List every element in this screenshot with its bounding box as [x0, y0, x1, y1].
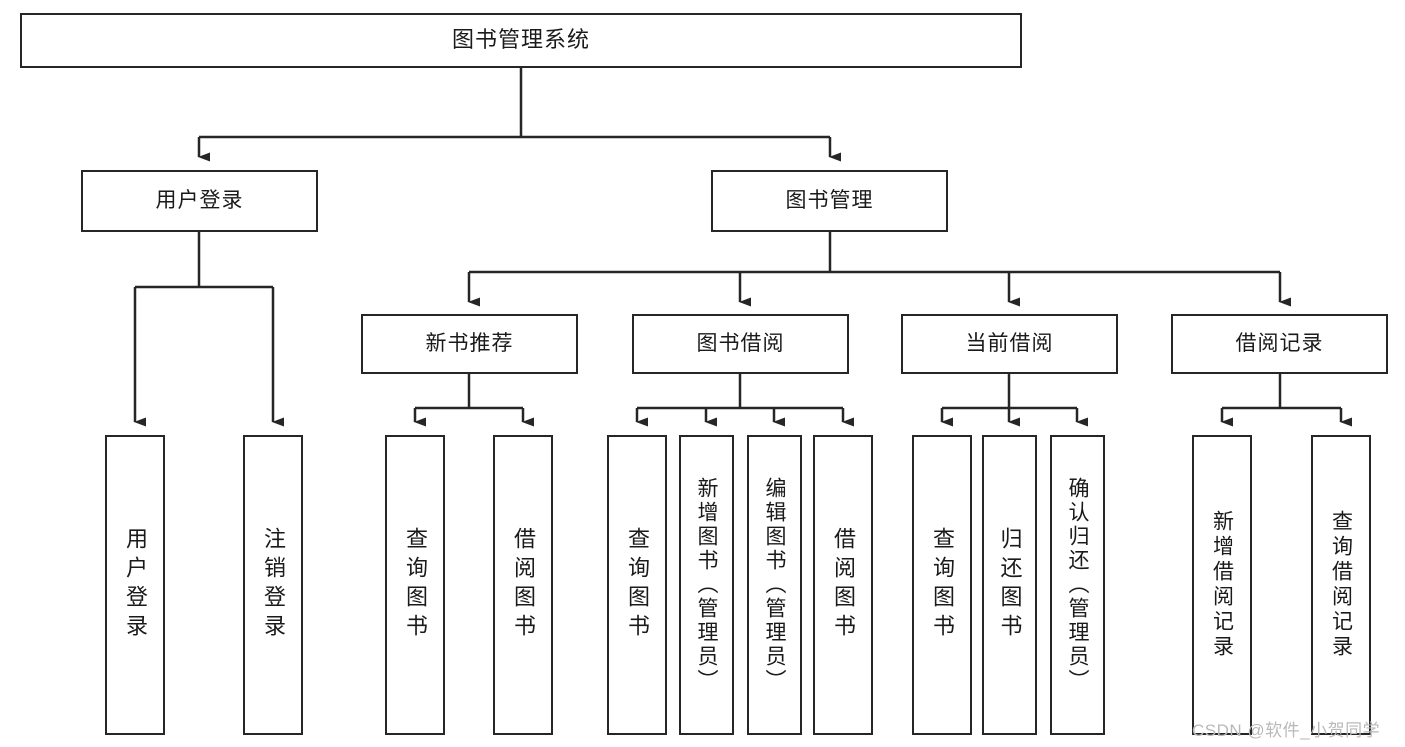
node-label: 用户登录: [155, 189, 244, 213]
leaf-edit-book-admin[interactable]: 编辑图书（管理员）: [747, 435, 802, 735]
node-label: 借阅图书: [511, 527, 536, 643]
node-label: 图书管理: [785, 189, 874, 213]
node-label: 图书管理系统: [451, 27, 590, 53]
node-label: 查询图书: [403, 527, 428, 643]
node-label: 确认归还（管理员）: [1066, 477, 1089, 693]
node-book-management[interactable]: 图书管理: [711, 170, 948, 232]
node-label: 当前借阅: [965, 332, 1054, 356]
leaf-add-borrow-record[interactable]: 新增借阅记录: [1192, 435, 1252, 735]
leaf-user-login[interactable]: 用户登录: [105, 435, 165, 735]
node-label: 用户登录: [123, 527, 148, 643]
node-label: 新增图书（管理员）: [695, 477, 718, 693]
node-label: 查询图书: [625, 527, 650, 643]
leaf-query-books-current[interactable]: 查询图书: [912, 435, 972, 735]
node-label: 归还图书: [997, 527, 1023, 643]
node-library-management-system[interactable]: 图书管理系统: [20, 13, 1022, 68]
node-label: 查询借阅记录: [1329, 510, 1353, 660]
node-new-book-recommendation[interactable]: 新书推荐: [361, 314, 578, 374]
node-borrow-records[interactable]: 借阅记录: [1171, 314, 1388, 374]
watermark: CSDN @软件_小贺同学: [1192, 721, 1381, 740]
node-label: 编辑图书（管理员）: [763, 477, 786, 693]
node-current-borrowing[interactable]: 当前借阅: [901, 314, 1118, 374]
node-label: 新书推荐: [425, 332, 514, 356]
leaf-add-book-admin[interactable]: 新增图书（管理员）: [679, 435, 734, 735]
leaf-logout[interactable]: 注销登录: [243, 435, 303, 735]
leaf-borrow-books-recommend[interactable]: 借阅图书: [493, 435, 553, 735]
node-book-borrowing[interactable]: 图书借阅: [632, 314, 849, 374]
node-label: 查询图书: [930, 527, 955, 643]
node-label: 新增借阅记录: [1210, 510, 1234, 660]
node-label: 借阅记录: [1235, 332, 1324, 356]
node-label: 图书借阅: [696, 332, 785, 356]
node-label: 借阅图书: [831, 527, 856, 643]
leaf-borrow-books[interactable]: 借阅图书: [813, 435, 873, 735]
leaf-confirm-return-admin[interactable]: 确认归还（管理员）: [1050, 435, 1105, 735]
leaf-query-books-recommend[interactable]: 查询图书: [385, 435, 445, 735]
leaf-query-borrow-record[interactable]: 查询借阅记录: [1311, 435, 1371, 735]
leaf-return-books[interactable]: 归还图书: [982, 435, 1037, 735]
node-label: 注销登录: [261, 527, 286, 643]
leaf-query-books-borrow[interactable]: 查询图书: [607, 435, 667, 735]
node-user-login[interactable]: 用户登录: [81, 170, 318, 232]
